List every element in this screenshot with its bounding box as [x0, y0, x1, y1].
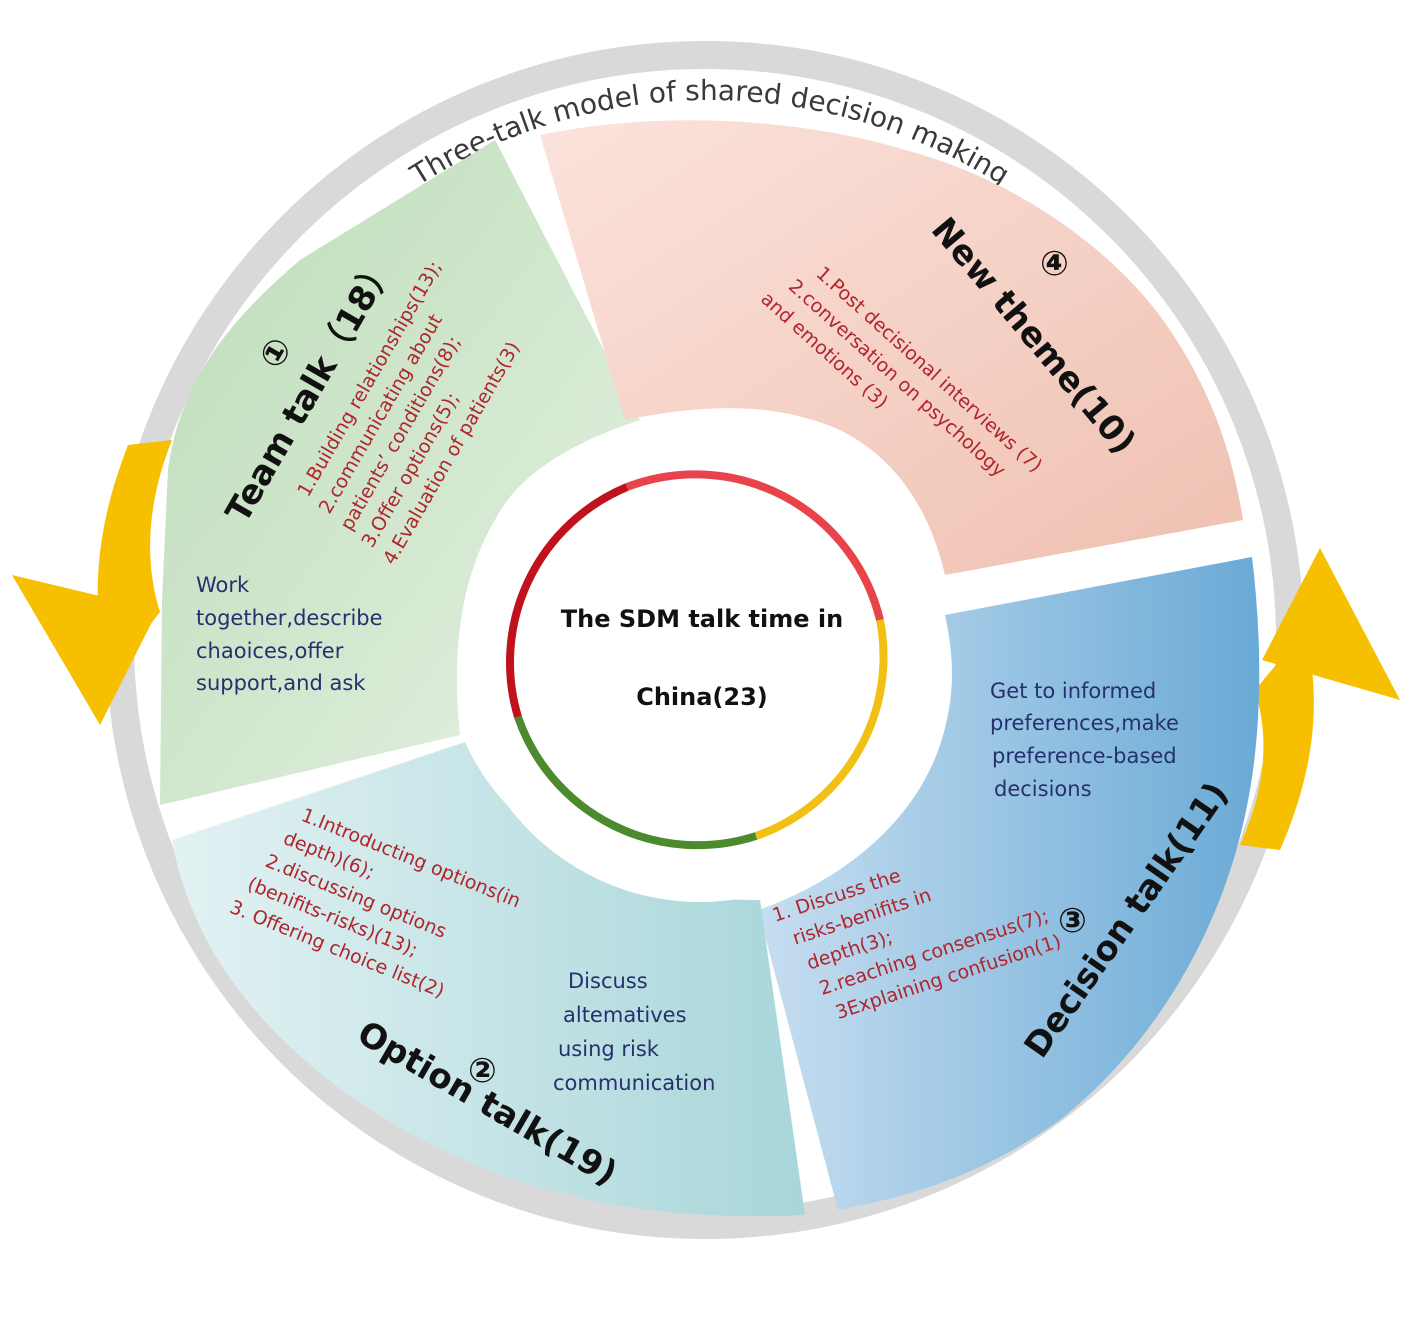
option-talk-number: ②	[468, 1051, 497, 1091]
ring-segment-darkred	[505, 483, 629, 719]
right-cycle-arrow-icon	[1240, 548, 1400, 850]
option-talk-description: Discuss altematives using risk communica…	[553, 969, 715, 1095]
ring-segment-red	[625, 470, 884, 621]
team-talk-description: Work together,describe chaoices,offer su…	[196, 573, 383, 695]
new-theme-number: ④	[1040, 244, 1069, 284]
option-talk-sector	[172, 742, 805, 1217]
center-title-line1: The SDM talk time in	[561, 605, 843, 633]
decision-talk-description: Get to informed preferences,make prefere…	[990, 679, 1179, 801]
left-cycle-arrow-icon	[12, 440, 172, 725]
ring-segment-yellow	[754, 619, 888, 840]
option-talk-desc-3: using risk	[558, 1037, 660, 1061]
decision-talk-desc-3: preference-based	[992, 744, 1177, 768]
decision-talk-desc-4: decisions	[994, 777, 1092, 801]
decision-talk-desc-1: Get to informed	[990, 679, 1156, 703]
decision-talk-number: ③	[1058, 901, 1087, 941]
option-talk-desc-4: communication	[553, 1071, 715, 1095]
team-talk-items: 1.Building relationships(13); 2.communic…	[293, 257, 524, 568]
option-talk-desc-1: Discuss	[568, 969, 648, 993]
team-talk-desc-3: chaoices,offer	[196, 639, 344, 663]
option-talk-desc-2: altematives	[563, 1003, 687, 1027]
decision-talk-desc-2: preferences,make	[990, 711, 1179, 735]
team-talk-desc-1: Work	[196, 573, 250, 597]
team-talk-sector	[160, 140, 640, 805]
decision-talk-sector	[758, 557, 1260, 1210]
ring-segment-green	[514, 715, 758, 850]
team-talk-desc-2: together,describe	[196, 606, 383, 630]
center-ring	[505, 470, 888, 850]
team-talk-desc-4: support,and ask	[196, 671, 366, 695]
new-theme-sector	[540, 120, 1243, 575]
center-title-line2: China(23)	[636, 683, 768, 711]
center-background	[460, 422, 940, 902]
